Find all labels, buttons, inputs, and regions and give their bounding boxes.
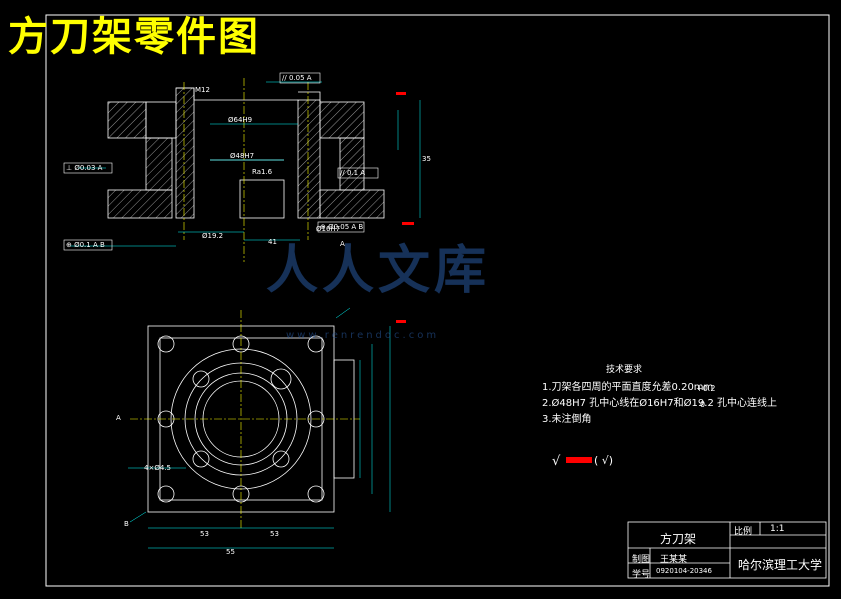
plan-dimension-lines (128, 307, 391, 549)
dim-overall: 55 (226, 548, 235, 556)
tol-pos-005: ⊕ Ø0.05 A B (320, 223, 364, 231)
tolerance-lower: 0 (700, 400, 706, 409)
dim-d16h7: Ø16H7 (316, 225, 341, 233)
section-dimension-lines (70, 81, 421, 247)
plan-centerlines (130, 310, 360, 528)
tech-requirement-1: 1.刀架各四周的平面直度允差0.20mm (542, 382, 714, 393)
scale-label: 比例 (734, 527, 753, 537)
tol-par-005: // 0.05 A (282, 74, 312, 82)
dim-53-left: 53 (200, 530, 209, 538)
dim-53-right: 53 (270, 530, 279, 538)
drawing-title: 方刀架零件图 (8, 14, 260, 60)
drawn-by: 王某某 (660, 555, 688, 565)
number-label: 学号 (632, 570, 651, 580)
tol-par-01: // 0.1 A (340, 169, 366, 177)
surface-roughness-value: Ra6.3 (568, 456, 592, 465)
label-b: B (124, 520, 129, 528)
tol-perp-003: ⊥ Ø0.03 A (66, 164, 103, 172)
tech-requirements-heading: 技术要求 (606, 365, 643, 375)
label-section-a: A (340, 240, 345, 248)
section-view (107, 87, 385, 219)
institution-name: 哈尔滨理工大学 (738, 558, 823, 572)
dim-35: 35 (422, 155, 431, 163)
drawn-label: 制图 (632, 555, 651, 565)
dim-ra16: Ra1.6 (252, 168, 273, 176)
dim-d19-2: Ø19.2 (202, 232, 224, 240)
title-block (627, 521, 827, 579)
surface-markers (396, 92, 592, 463)
dim-d48h7: Ø48H7 (230, 152, 255, 160)
tol-pos-01: ⊕ Ø0.1 A B (66, 241, 105, 249)
watermark-text: 人人文库 (266, 241, 491, 301)
tech-requirement-2: 2.Ø48H7 孔中心线在Ø16H7和Ø19.2 孔中心连线上 (542, 398, 777, 409)
scale-value: 1:1 (770, 524, 785, 534)
dim-m12: M12 (195, 86, 210, 94)
label-a-left: A (116, 414, 121, 422)
dim-hole-label: 4×Ø4.5 (144, 464, 171, 472)
surface-roughness-suffix: ( √) (594, 454, 614, 467)
tolerance-frames (63, 72, 379, 251)
dim-41: 41 (268, 238, 277, 246)
number-value: 0920104-20346 (656, 567, 712, 575)
watermark-url: www.renrendoc.com (286, 330, 440, 341)
tech-requirement-3: 3.未注倒角 (542, 414, 592, 425)
part-name: 方刀架 (660, 532, 697, 546)
surface-check-icon: √ (552, 454, 561, 469)
drawing-border (45, 14, 830, 587)
section-centerlines (183, 78, 309, 262)
tolerance-upper: +0.2 (696, 384, 716, 393)
dim-d64h9: Ø64H9 (228, 116, 253, 124)
